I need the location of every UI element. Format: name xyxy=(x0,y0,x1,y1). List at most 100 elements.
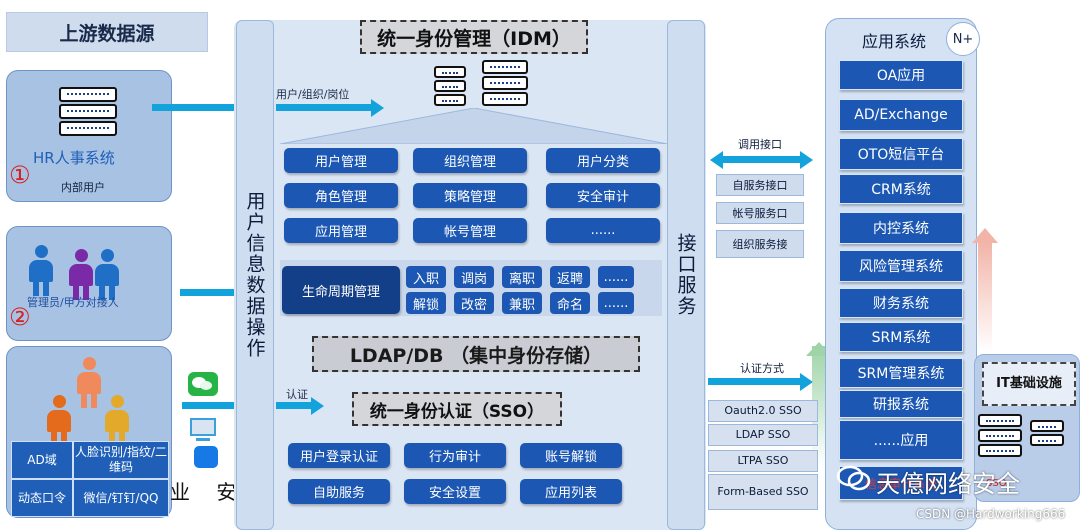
auth-cell-social: 微信/钉钉/QQ xyxy=(73,479,169,517)
proto-ldap: LDAP SSO xyxy=(708,424,818,446)
app-info-audit-label: 信息审计系统 xyxy=(864,476,937,491)
module-account-mgmt[interactable]: 帐号管理 xyxy=(413,218,527,243)
auth-method-label: 认证方式 xyxy=(740,362,784,375)
wechat-icon xyxy=(188,372,218,396)
sso-title: 统一身份认证（SSO） xyxy=(352,392,562,426)
brand-watermark: 天億网络安全 xyxy=(876,470,1020,498)
person-icon xyxy=(69,249,93,300)
it-red-label: SSO xyxy=(986,478,1007,489)
interface-service-bar: 接口服务 xyxy=(667,20,705,530)
step-number-2: ② xyxy=(9,303,31,331)
wechat-watermark-icon xyxy=(836,464,872,494)
app-more[interactable]: ......应用 xyxy=(839,420,963,460)
lifecycle-item[interactable]: ...... xyxy=(598,266,634,288)
arrow-head-icon xyxy=(800,373,813,391)
sso-arrow xyxy=(276,402,312,409)
idm-arrow-label: 用户/组织/岗位 xyxy=(276,88,350,101)
app-srm-mgmt[interactable]: SRM管理系统 xyxy=(839,358,963,388)
hr-system-label: HR人事系统 xyxy=(33,149,115,167)
dingtalk-icon xyxy=(194,446,218,468)
app-research[interactable]: 研报系统 xyxy=(839,390,963,418)
arrow-head-icon xyxy=(311,397,324,415)
lifecycle-item[interactable]: 兼职 xyxy=(502,292,542,314)
proto-oauth: Oauth2.0 SSO xyxy=(708,400,818,422)
ldap-title: LDAP/DB （集中身份存储） xyxy=(312,336,640,372)
sso-security-settings[interactable]: 安全设置 xyxy=(404,479,506,504)
module-role-mgmt[interactable]: 角色管理 xyxy=(284,183,398,208)
iface-org-service[interactable]: 组织服务接 xyxy=(716,230,804,258)
lifecycle-item[interactable]: 入职 xyxy=(406,266,446,288)
sso-arrow-label: 认证 xyxy=(286,388,308,401)
app-finance[interactable]: 财务系统 xyxy=(839,288,963,318)
lifecycle-item[interactable]: 离职 xyxy=(502,266,542,288)
module-security-audit[interactable]: 安全审计 xyxy=(546,183,660,208)
idm-arrow xyxy=(276,104,372,111)
person-icon xyxy=(29,245,53,296)
admin-source-panel: 管理员/甲方对接人 ② xyxy=(6,226,172,341)
app-internal-control[interactable]: 内控系统 xyxy=(839,212,963,244)
auth-source-panel: AD域 人脸识别/指纹/二维码 动态口令 微信/钉钉/QQ xyxy=(6,346,172,518)
module-org-mgmt[interactable]: 组织管理 xyxy=(413,148,527,173)
person-icon xyxy=(95,249,119,300)
arrow-head-icon xyxy=(371,99,384,117)
proto-ltpa: LTPA SSO xyxy=(708,450,818,472)
app-system-title: 应用系统 xyxy=(862,32,927,51)
n-plus-badge: N+ xyxy=(946,22,980,56)
module-policy-mgmt[interactable]: 策略管理 xyxy=(413,183,527,208)
server-cluster-icon xyxy=(1030,420,1064,446)
lifecycle-item[interactable]: 调岗 xyxy=(454,266,494,288)
server-icon xyxy=(59,87,117,136)
app-oto-sms[interactable]: OTO短信平台 xyxy=(839,138,963,170)
upstream-title: 上游数据源 xyxy=(6,12,208,52)
hr-source-panel: HR人事系统 ① 内部用户 xyxy=(6,70,172,202)
lifecycle-label: 生命周期管理 xyxy=(282,266,400,314)
app-ad-exchange[interactable]: AD/Exchange xyxy=(839,99,963,131)
lifecycle-item[interactable]: ...... xyxy=(598,292,634,314)
server-cluster-icon xyxy=(434,66,466,106)
app-crm[interactable]: CRM系统 xyxy=(839,174,963,204)
idm-title: 统一身份管理（IDM） xyxy=(360,20,588,54)
arrow-hr-to-center xyxy=(152,104,234,111)
arrow-auth-to-center xyxy=(182,402,234,409)
up-arrow-red xyxy=(978,242,992,352)
app-risk-mgmt[interactable]: 风险管理系统 xyxy=(839,250,963,282)
person-icon xyxy=(47,395,71,446)
sso-app-list[interactable]: 应用列表 xyxy=(520,479,622,504)
csdn-watermark: CSDN @Hardworking666 xyxy=(916,507,1066,521)
module-app-mgmt[interactable]: 应用管理 xyxy=(284,218,398,243)
iface-account-service[interactable]: 帐号服务口 xyxy=(716,202,804,224)
arrow-head-up-icon xyxy=(972,228,998,243)
sso-account-unlock[interactable]: 账号解锁 xyxy=(520,443,622,468)
sso-behavior-audit[interactable]: 行为审计 xyxy=(404,443,506,468)
module-more[interactable]: ...... xyxy=(546,218,660,243)
person-icon xyxy=(105,395,129,446)
module-user-mgmt[interactable]: 用户管理 xyxy=(284,148,398,173)
arrow-head-left-icon xyxy=(710,151,723,169)
auth-method-arrow xyxy=(708,378,800,385)
module-user-class[interactable]: 用户分类 xyxy=(546,148,660,173)
user-data-ops-bar: 用户信息数据操作 xyxy=(236,20,274,530)
person-icon xyxy=(77,357,101,408)
lifecycle-item[interactable]: 返聘 xyxy=(550,266,590,288)
app-info-audit[interactable]: 信息审计系统 xyxy=(839,466,963,500)
monitor-icon xyxy=(190,418,216,436)
auth-cell-face: 人脸识别/指纹/二维码 xyxy=(73,441,169,479)
sso-login-auth[interactable]: 用户登录认证 xyxy=(288,443,390,468)
step-number-1: ① xyxy=(9,161,31,189)
call-interface-label: 调用接口 xyxy=(738,138,782,151)
proto-form: Form-Based SSO xyxy=(708,474,818,510)
server-cluster-icon xyxy=(482,60,528,106)
auth-cell-ad: AD域 xyxy=(11,441,73,479)
roof-shape xyxy=(279,107,669,145)
app-oa[interactable]: OA应用 xyxy=(839,60,963,90)
iface-self-service[interactable]: 自服务接口 xyxy=(716,174,804,196)
admin-label: 管理员/甲方对接人 xyxy=(27,296,119,309)
arrow-admin-to-center xyxy=(180,289,234,296)
lifecycle-item[interactable]: 解锁 xyxy=(406,292,446,314)
lifecycle-item[interactable]: 改密 xyxy=(454,292,494,314)
it-infra-title: IT基础设施 xyxy=(982,362,1076,406)
arrow-head-icon xyxy=(800,151,813,169)
app-srm[interactable]: SRM系统 xyxy=(839,322,963,352)
sso-self-service[interactable]: 自助服务 xyxy=(288,479,390,504)
lifecycle-item[interactable]: 命名 xyxy=(550,292,590,314)
